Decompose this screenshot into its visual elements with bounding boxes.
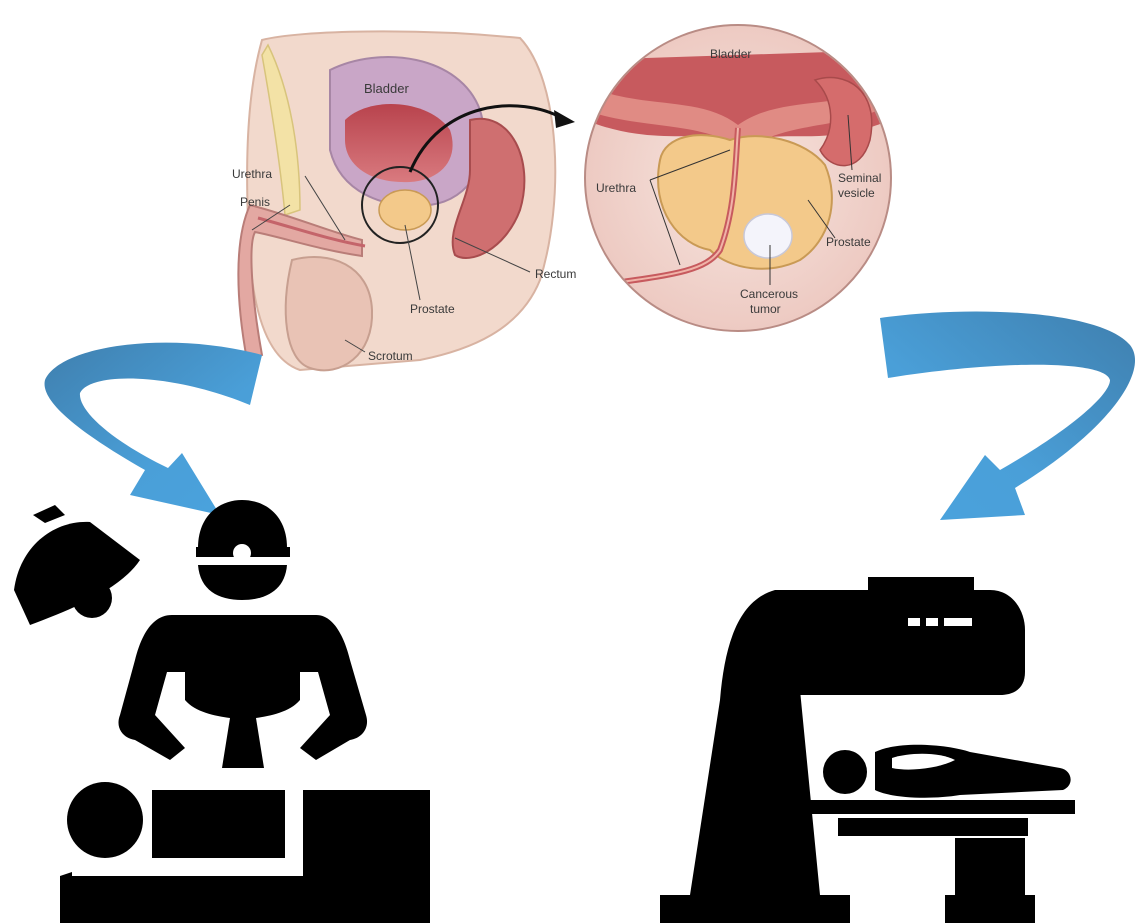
label-prostate: Prostate — [410, 302, 455, 316]
label-penis: Penis — [240, 195, 270, 209]
label-rectum: Rectum — [535, 267, 576, 281]
surgeon-operating-icon — [14, 500, 430, 923]
anatomy-cross-section: Bladder Urethra Penis Prostate Scrotum R… — [232, 31, 576, 370]
left-curved-arrow-icon — [45, 343, 262, 515]
magnified-prostate-view: Bladder Urethra Seminal vesicle Prostate… — [585, 25, 891, 331]
label-bladder: Bladder — [364, 81, 409, 96]
right-curved-arrow-icon — [880, 311, 1135, 520]
pointer-arrowhead-icon — [554, 110, 575, 128]
label-urethra: Urethra — [232, 167, 272, 181]
label-scrotum: Scrotum — [368, 349, 413, 363]
label-tumor-line2: tumor — [750, 302, 781, 316]
label-bladder-magnified: Bladder — [710, 47, 751, 61]
label-prostate-magnified: Prostate — [826, 235, 871, 249]
label-seminal-line1: Seminal — [838, 171, 881, 185]
label-seminal-line2: vesicle — [838, 186, 875, 200]
label-tumor-line1: Cancerous — [740, 287, 798, 301]
label-urethra-magnified: Urethra — [596, 181, 636, 195]
radiation-therapy-machine-icon — [660, 577, 1075, 923]
